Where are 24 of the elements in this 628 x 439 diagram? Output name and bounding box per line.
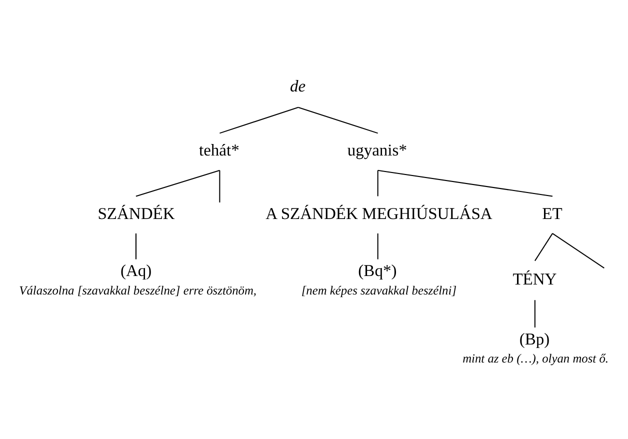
- connector: [378, 169, 553, 196]
- connector: [135, 232, 136, 259]
- connector: [377, 232, 378, 259]
- node-label: Válaszolna [szavakkal beszélne] erre ösztönöm,: [19, 283, 257, 298]
- node-text: ugyanis*: [347, 140, 407, 160]
- connector: [552, 232, 604, 268]
- node-text: (Aq): [120, 260, 152, 280]
- connector: [298, 106, 378, 134]
- node-text: A SZÁNDÉK MEGHIÚSULÁSA: [266, 203, 492, 222]
- node-text: SZÁNDÉK: [98, 203, 175, 222]
- node-text: (Bq*): [358, 260, 397, 280]
- connector: [377, 170, 378, 196]
- node-text: (Bp): [519, 328, 550, 348]
- node-text: ET: [542, 203, 562, 222]
- node-text: TÉNY: [512, 268, 557, 288]
- connector: [219, 170, 220, 202]
- connector: [220, 106, 298, 134]
- node-label: mint az eb (…), olyan most ő.: [462, 351, 609, 366]
- connector: [136, 169, 220, 196]
- connector: [534, 300, 536, 327]
- connector: [534, 232, 553, 261]
- node-text: de: [290, 76, 306, 96]
- node-label: [nem képes szavakkal beszélni]: [301, 283, 457, 298]
- node-text: tehát*: [199, 140, 240, 160]
